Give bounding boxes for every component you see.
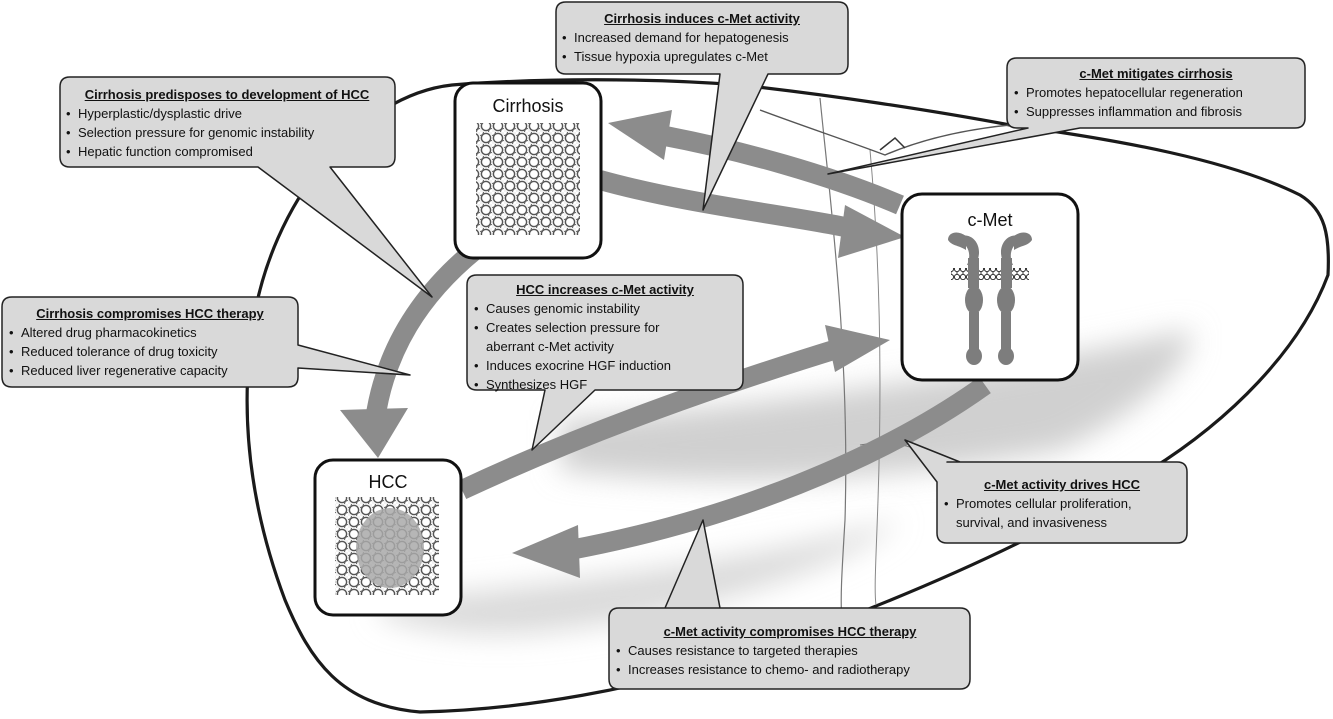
callout-title: HCC increases c-Met activity xyxy=(516,282,694,297)
arrow-cirrhosis-to-hcc xyxy=(365,242,482,422)
cirrhosis-label: Cirrhosis xyxy=(492,96,564,116)
callout-item: Reduced liver regenerative capacity xyxy=(5,361,295,380)
callout-cmet-mitigates-cirrhosis: c-Met mitigates cirrhosis Promotes hepat… xyxy=(1010,66,1302,121)
cirrhosis-tissue-image xyxy=(476,123,580,235)
arrow-cmet-to-hcc xyxy=(568,376,991,560)
callout-item: Creates selection pressure for aberrant … xyxy=(470,318,696,356)
callout-item: Synthesizes HGF xyxy=(470,375,740,394)
callout-item: Tissue hypoxia upregulates c-Met xyxy=(558,47,846,66)
callout-title: c-Met mitigates cirrhosis xyxy=(1079,66,1233,81)
arrowhead-cirrhosis-to-cmet xyxy=(838,205,905,258)
arrow-hcc-to-cmet xyxy=(457,338,843,500)
callout-cirrhosis-hcc-development: Cirrhosis predisposes to development of … xyxy=(62,87,392,161)
callout-item: Causes genomic instability xyxy=(470,299,740,318)
arrowhead-hcc-to-cmet xyxy=(825,325,890,372)
callout-cirrhosis-induces-cmet: Cirrhosis induces c-Met activity Increas… xyxy=(558,11,846,66)
arrow-cirrhosis-to-cmet xyxy=(597,170,863,240)
callout-title: Cirrhosis induces c-Met activity xyxy=(604,11,800,26)
callout-item: Selection pressure for genomic instabili… xyxy=(62,123,392,142)
callout-title: Cirrhosis predisposes to development of … xyxy=(84,87,370,102)
callout-item: Hepatic function compromised xyxy=(62,142,392,161)
callout-item: Altered drug pharmacokinetics xyxy=(5,323,295,342)
arrow-cmet-to-cirrhosis xyxy=(658,125,904,215)
hcc-label: HCC xyxy=(368,472,408,492)
callout-item: Suppresses inflammation and fibrosis xyxy=(1010,102,1302,121)
cmet-box xyxy=(900,192,1080,382)
callout-item: Promotes hepatocellular regeneration xyxy=(1010,83,1302,102)
arrowhead-cmet-to-cirrhosis xyxy=(608,110,672,160)
callout-hcc-increases-cmet: HCC increases c-Met activity Causes geno… xyxy=(470,282,740,394)
callout-title: c-Met activity compromises HCC therapy xyxy=(663,624,917,639)
callout-cmet-compromises-therapy: c-Met activity compromises HCC therapy C… xyxy=(612,624,968,679)
liver-shadow-lower xyxy=(380,520,900,635)
callout-item: Induces exocrine HGF induction xyxy=(470,356,740,375)
callout-title: c-Met activity drives HCC xyxy=(983,477,1141,492)
liver-detail-line xyxy=(879,136,906,151)
cmet-label: c-Met xyxy=(967,210,1013,230)
cmet-receptor-icon xyxy=(948,232,1032,365)
callout-item: Causes resistance to targeted therapies xyxy=(612,641,968,660)
liver-detail-line xyxy=(759,109,1011,156)
hcc-tumor xyxy=(356,508,424,588)
callout-cmet-drives-hcc: c-Met activity drives HCC Promotes cellu… xyxy=(940,477,1184,532)
arrowhead-cmet-to-hcc xyxy=(512,525,580,578)
callout-title: Cirrhosis compromises HCC therapy xyxy=(36,306,264,321)
callout-item: Increases resistance to chemo- and radio… xyxy=(612,660,968,679)
callout-item: Promotes cellular proliferation, surviva… xyxy=(940,494,1161,532)
arrowhead-cirrhosis-to-hcc xyxy=(340,408,408,458)
callout-cirrhosis-compromises-therapy: Cirrhosis compromises HCC therapy Altere… xyxy=(5,306,295,380)
callout-item: Reduced tolerance of drug toxicity xyxy=(5,342,295,361)
callout-item: Hyperplastic/dysplastic drive xyxy=(62,104,392,123)
callout-item: Increased demand for hepatogenesis xyxy=(558,28,846,47)
